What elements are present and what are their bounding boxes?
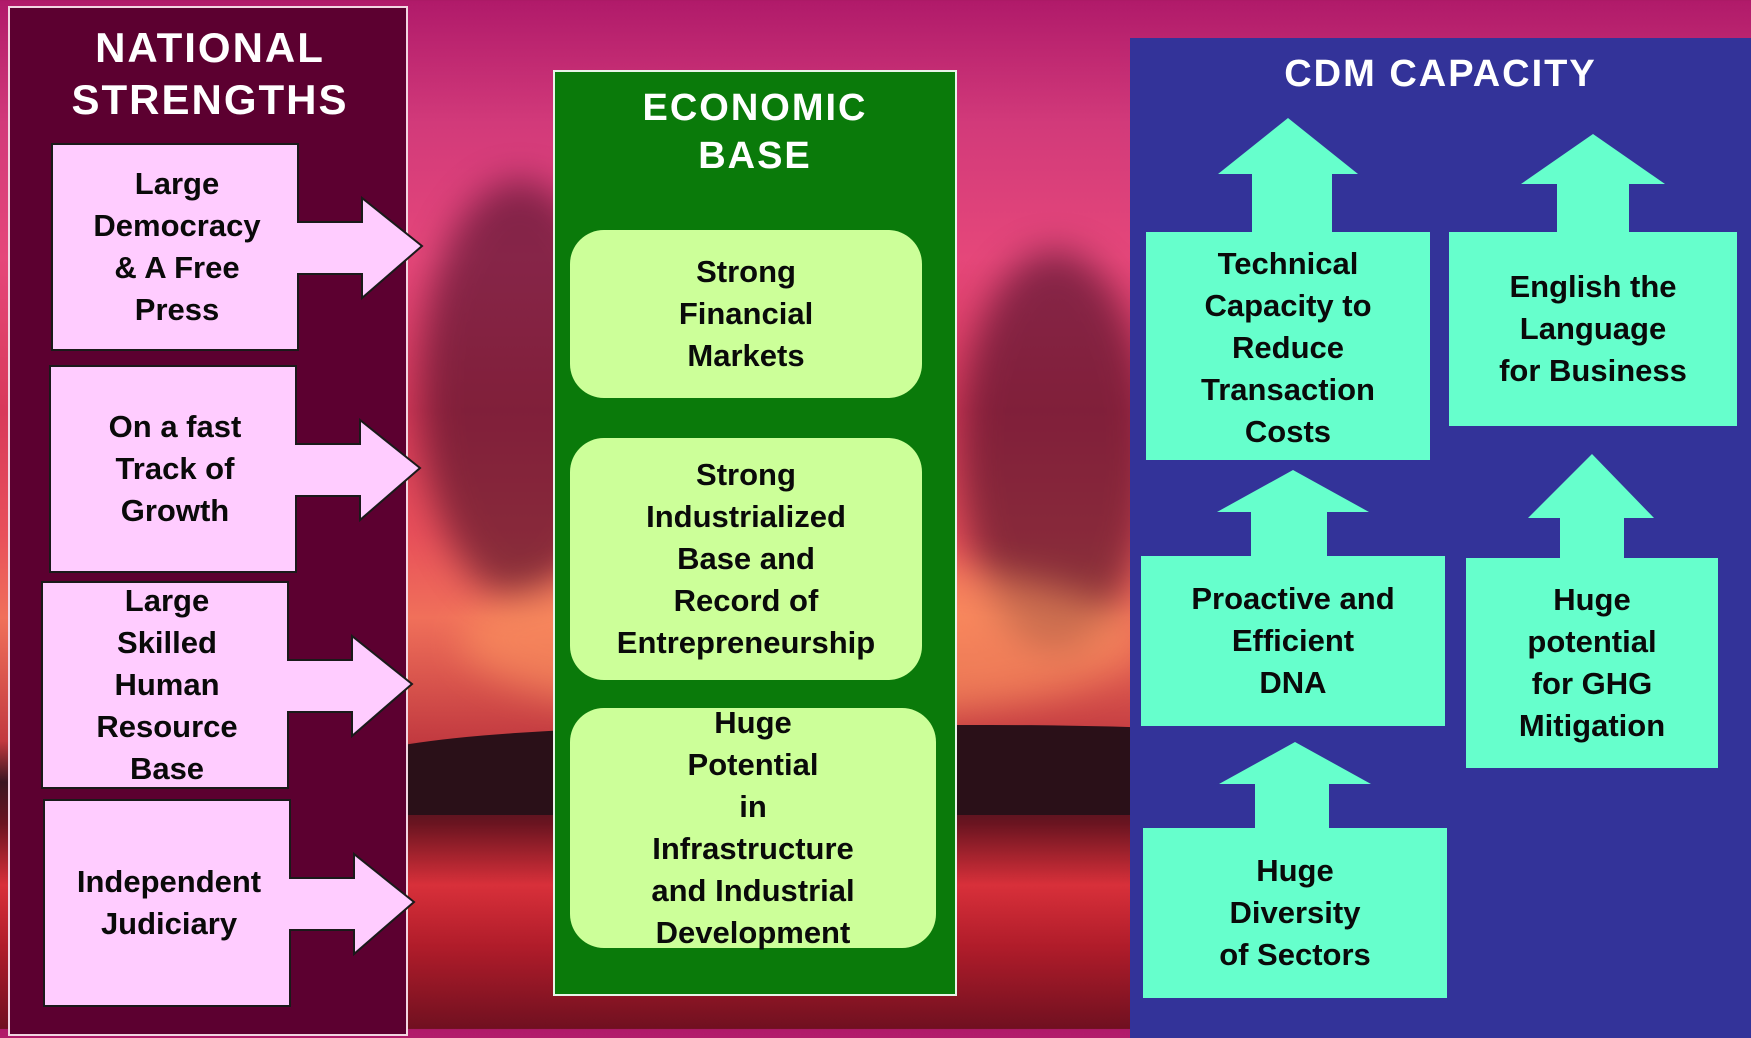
- cdm-item-proactive-dna: Proactive and Efficient DNA: [1141, 470, 1445, 726]
- national-item-label: Large Democracy & A Free Press: [93, 166, 261, 327]
- cdm-item-label: Proactive and Efficient DNA: [1191, 581, 1395, 700]
- right-arrow-shape: [51, 143, 424, 351]
- economic-item-label: Huge Potential in Infrastructure and Ind…: [651, 705, 855, 950]
- economic-item-financial-markets: Strong Financial Markets: [570, 230, 922, 398]
- economic-item-label: Strong Industrialized Base and Record of…: [616, 457, 876, 660]
- cdm-item-label: Huge Diversity of Sectors: [1219, 853, 1371, 972]
- right-arrow-shape: [49, 365, 422, 573]
- right-arrow-shape: [43, 799, 416, 1007]
- cdm-item-label: English the Language for Business: [1499, 269, 1687, 388]
- national-item-label: On a fast Track of Growth: [108, 409, 242, 528]
- economic-item-label: Strong Financial Markets: [678, 254, 814, 373]
- national-item-growth: On a fast Track of Growth: [49, 365, 422, 576]
- cdm-item-english-language: English the Language for Business: [1449, 134, 1737, 426]
- cdm-item-ghg-mitigation: Huge potential for GHG Mitigation: [1466, 454, 1718, 768]
- national-item-human-resource: Large Skilled Human Resource Base: [41, 581, 414, 792]
- up-arrow-shape: [1146, 118, 1430, 460]
- cdm-item-label: Technical Capacity to Reduce Transaction…: [1201, 246, 1375, 449]
- cdm-item-technical-capacity: Technical Capacity to Reduce Transaction…: [1146, 118, 1430, 460]
- cdm-item-label: Huge potential for GHG Mitigation: [1518, 582, 1666, 743]
- economic-base-title: ECONOMIC BASE: [642, 87, 868, 177]
- national-item-judiciary: Independent Judiciary: [43, 799, 416, 1010]
- cdm-item-sectors-diversity: Huge Diversity of Sectors: [1143, 742, 1447, 998]
- national-item-democracy: Large Democracy & A Free Press: [51, 143, 424, 354]
- cdm-capacity-title: CDM CAPACITY: [1284, 53, 1597, 95]
- up-arrow-shape: [1141, 470, 1445, 726]
- right-arrow-shape: [41, 581, 414, 789]
- national-strengths-title: NATIONAL STRENGTHS: [71, 24, 349, 123]
- economic-item-infrastructure: Huge Potential in Infrastructure and Ind…: [570, 705, 936, 950]
- national-item-label: Independent Judiciary: [76, 864, 262, 941]
- up-arrow-shape: [1143, 742, 1447, 998]
- up-arrow-shape: [1466, 454, 1718, 768]
- economic-item-industrialized-base: Strong Industrialized Base and Record of…: [570, 438, 922, 680]
- up-arrow-shape: [1449, 134, 1737, 426]
- national-item-label: Large Skilled Human Resource Base: [96, 583, 238, 786]
